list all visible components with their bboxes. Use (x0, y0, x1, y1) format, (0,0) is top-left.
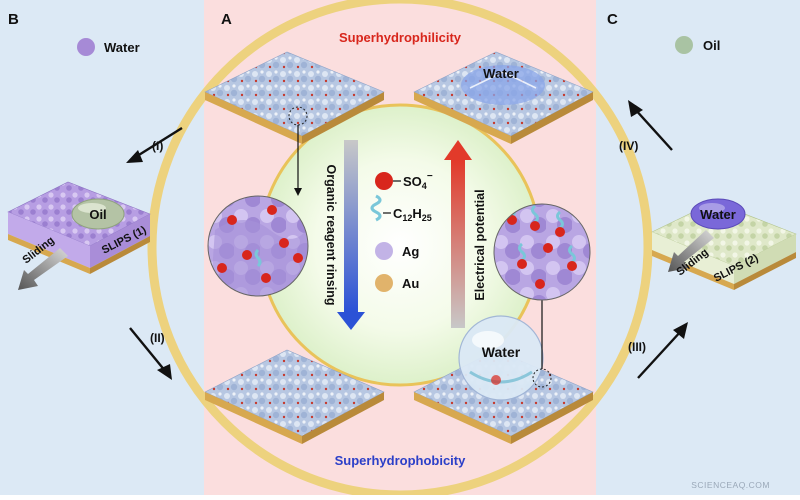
title-superhydrophilicity: Superhydrophilicity (339, 30, 462, 45)
zoom-view-right (493, 203, 591, 301)
step-iii-label: (III) (628, 340, 646, 354)
sulfate-icon (375, 172, 393, 190)
panel-letter-a: A (221, 11, 232, 28)
step-iii-arrow (637, 329, 683, 379)
center-legend: SO4− C12H25 Ag Au (370, 171, 433, 292)
alkyl-chain-icon (370, 194, 382, 222)
water-legend-dot (77, 38, 95, 56)
step-i-arrow (133, 126, 183, 160)
rinsing-label: Organic reagent rinsing (324, 164, 338, 305)
au-icon (375, 274, 393, 292)
slips-2-tile: Water SLIPS (2) Sliding (651, 198, 797, 290)
surface-tile-top-right: Water (413, 51, 594, 144)
zoom-view-left (207, 195, 309, 297)
water-droplet-slips (690, 198, 746, 230)
water-droplet-label: Water (482, 344, 521, 360)
step-ii-arrow (129, 327, 167, 373)
potential-label: Electrical potential (473, 189, 487, 300)
ag-label: Ag (402, 244, 419, 259)
oil-legend-dot (675, 36, 693, 54)
step-iv-label: (IV) (619, 139, 638, 153)
sliding-arrow-b (18, 248, 68, 290)
ag-icon (375, 242, 393, 260)
water-legend-label: Water (104, 40, 140, 55)
surface-tile-bottom-left (204, 349, 385, 444)
watermark: SCIENCEAQ.COM (691, 480, 770, 490)
surface-tile-bottom-right: Water (413, 315, 594, 444)
au-label: Au (402, 276, 419, 291)
alkyl-chain-label: C12H25 (393, 206, 432, 223)
water-droplet-slips-label: Water (700, 207, 736, 222)
title-superhydrophobicity: Superhydrophobicity (335, 453, 467, 468)
oil-droplet-label: Oil (89, 207, 106, 222)
step-iv-arrow (633, 107, 673, 151)
water-film-label: Water (483, 66, 519, 81)
panel-letter-b: B (8, 11, 19, 28)
sulfate-label: SO4− (403, 171, 433, 191)
zoom-marker-bottom (532, 368, 552, 388)
rinsing-arrow (337, 140, 365, 330)
spread-water-film (461, 65, 545, 105)
slips-1-tile: Oil SLIPS (1) Sliding (7, 181, 151, 290)
panel-letter-c: C (607, 11, 618, 28)
step-i-label: (I) (152, 139, 163, 153)
oil-legend-label: Oil (703, 38, 720, 53)
step-ii-label: (II) (150, 331, 165, 345)
potential-arrow (444, 140, 472, 328)
zoom-marker-top (288, 106, 308, 126)
sliding-arrow-c (668, 230, 714, 272)
surface-tile-top-left (204, 51, 385, 144)
